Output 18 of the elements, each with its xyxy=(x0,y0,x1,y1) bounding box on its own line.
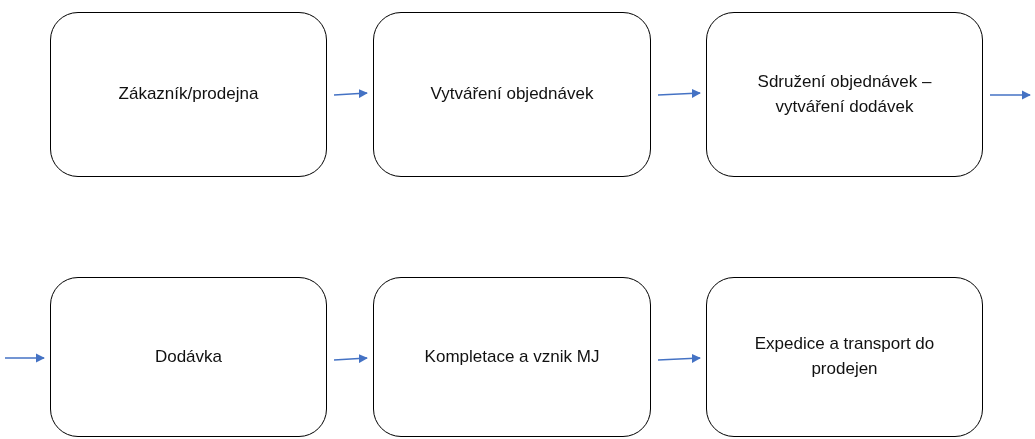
arrow xyxy=(657,353,701,363)
process-box xyxy=(706,12,983,177)
box-label: Dodávka xyxy=(154,345,223,368)
arrow xyxy=(4,353,45,363)
arrow xyxy=(657,88,701,98)
process-box xyxy=(50,277,327,437)
process-box xyxy=(50,12,327,177)
box-label: Expedice a transport do prodejen xyxy=(753,333,936,380)
box-label: Vytváření objednávek xyxy=(430,83,594,106)
arrow xyxy=(333,88,368,99)
process-box xyxy=(706,277,983,437)
arrow xyxy=(989,90,1031,100)
process-box xyxy=(373,12,651,177)
box-label: Kompletace a vznik MJ xyxy=(424,345,600,368)
box-label: Sdružení objednávek – vytváření dodávek xyxy=(756,70,933,118)
arrow xyxy=(333,353,368,364)
process-box xyxy=(373,277,651,437)
box-label: Zákazník/prodejna xyxy=(118,83,259,106)
